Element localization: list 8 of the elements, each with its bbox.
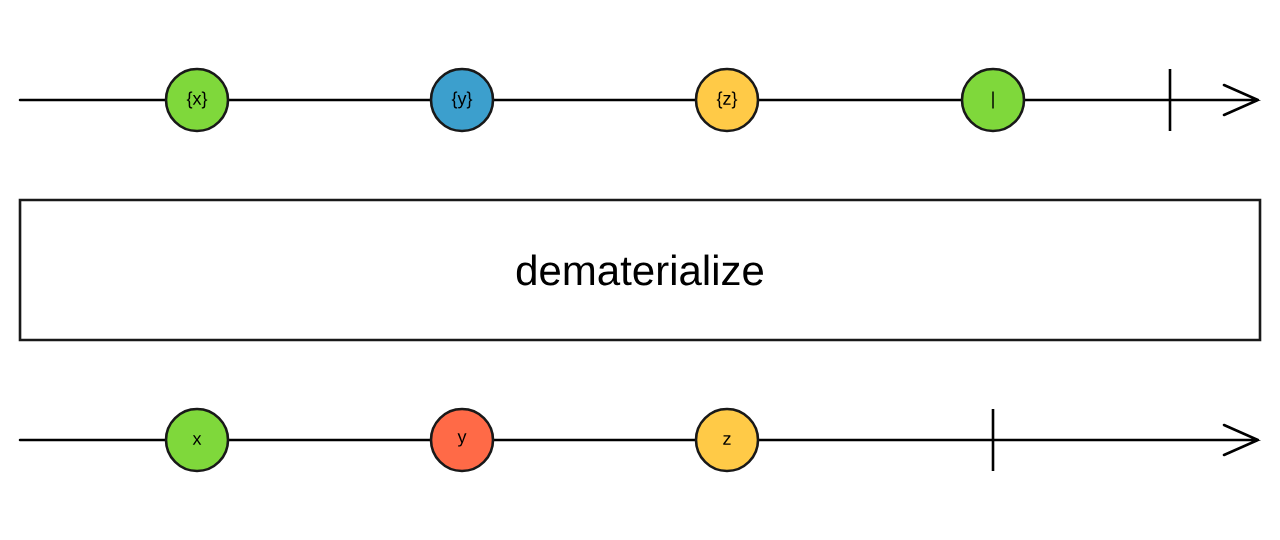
operator-box: dematerialize: [18, 198, 1262, 342]
marble: {z}: [694, 67, 760, 133]
marble: {x}: [164, 67, 230, 133]
marble: |: [960, 67, 1026, 133]
marble: y: [429, 407, 495, 473]
marble: x: [164, 407, 230, 473]
marble: {y}: [429, 67, 495, 133]
marble: z: [694, 407, 760, 473]
